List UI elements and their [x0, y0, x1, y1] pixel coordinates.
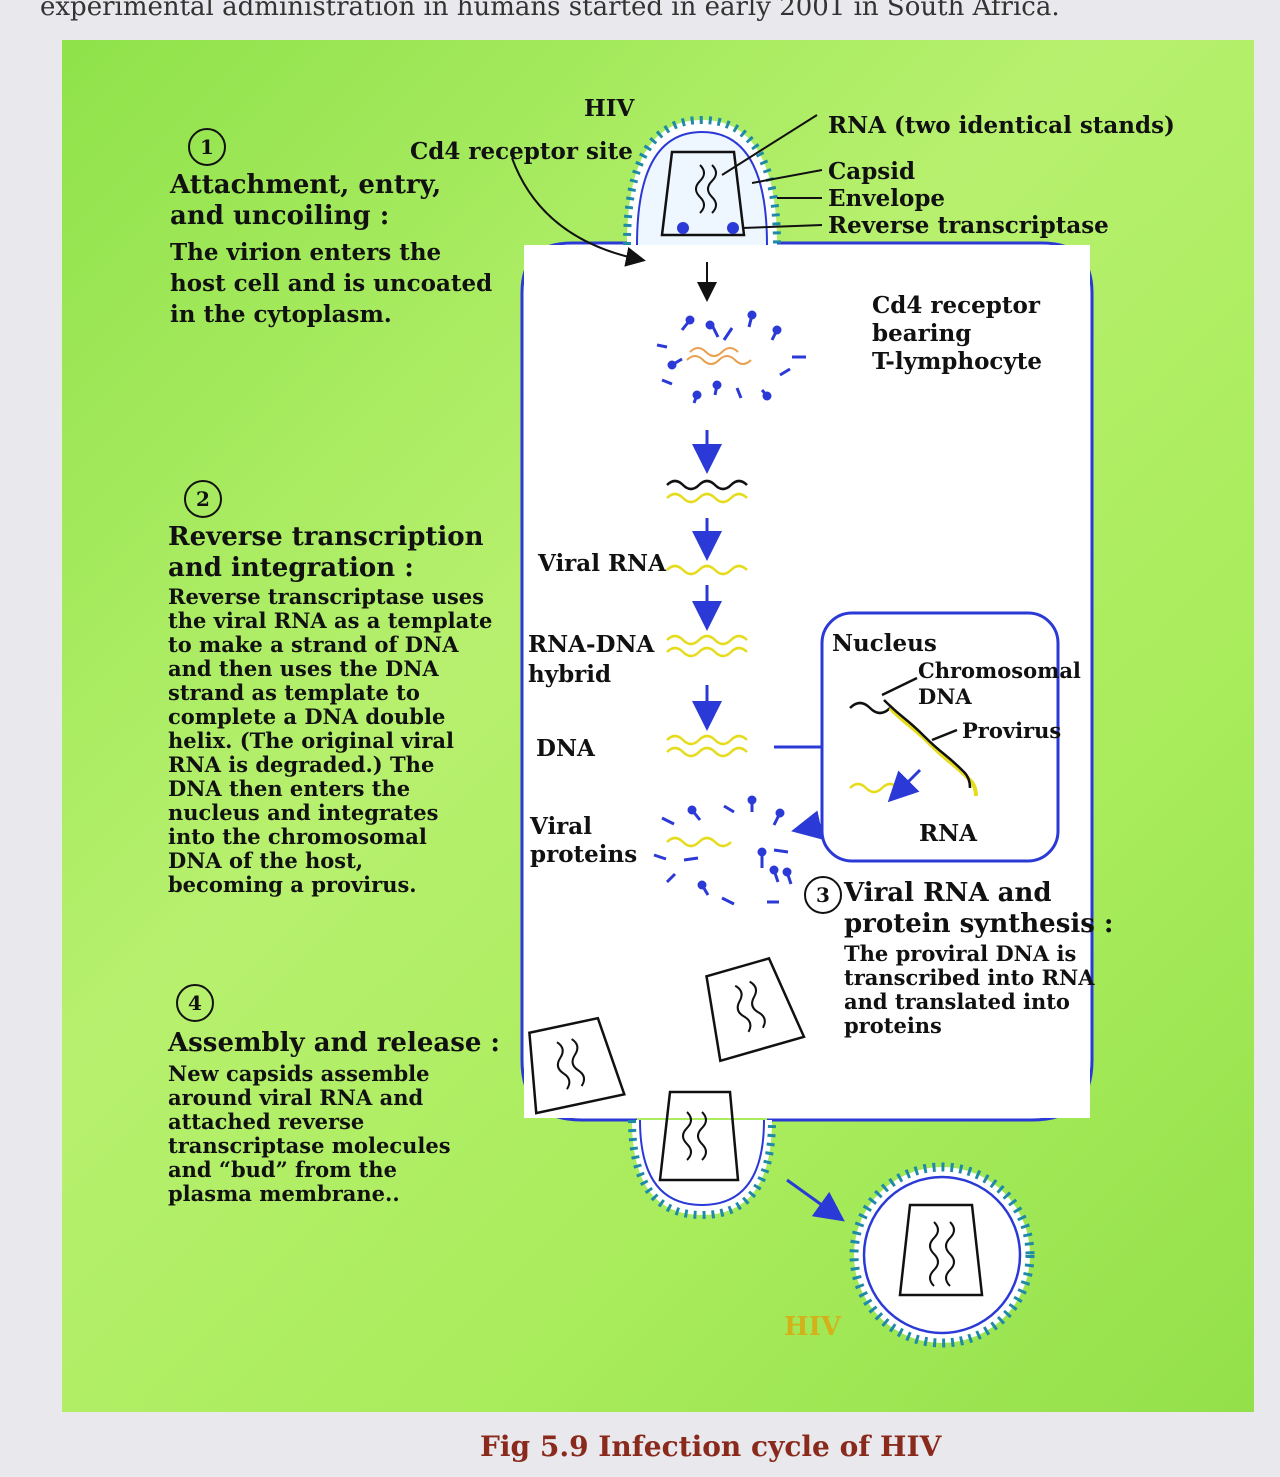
viral-proteins-particles: [653, 795, 793, 906]
stage-2-body-line: and then uses the DNA: [168, 656, 439, 681]
new-capsid-left: [528, 1016, 626, 1115]
stage-3-number: 3: [804, 876, 842, 914]
stage-1-body-line: in the cytoplasm.: [170, 301, 392, 328]
cd4-cell-line-3: T-lymphocyte: [872, 348, 1043, 375]
hiv-label-top: HIV: [584, 95, 635, 122]
envelope-label: Envelope: [828, 185, 946, 212]
stage-2-body-line: RNA is degraded.) The: [168, 752, 435, 777]
stage-1-number: 1: [188, 128, 226, 166]
stage-2-body: Reverse transcriptase uses the viral RNA…: [168, 585, 492, 897]
stage-4-number: 4: [176, 984, 214, 1022]
uncoated-virus: [656, 310, 806, 404]
viral-proteins-line-1: Viral: [530, 813, 592, 840]
stage-2-body-line: strand as template to: [168, 680, 420, 705]
cd4-cell-line-2: bearing: [872, 320, 972, 347]
stage-2-number: 2: [184, 480, 222, 518]
stage-3-body-line: and translated into: [844, 989, 1070, 1014]
stage-3-body-line: The proviral DNA is: [844, 941, 1077, 966]
stage-2-title-line-2: and integration :: [168, 553, 414, 583]
stage-2-body-line: complete a DNA double: [168, 704, 446, 729]
viral-proteins-label: Viral proteins: [530, 813, 637, 869]
stage-4-title: Assembly and release :: [168, 1028, 500, 1059]
stage-3-body-line: transcribed into RNA: [844, 965, 1095, 990]
hiv-budding: [628, 1090, 776, 1220]
stage-4-body: New capsids assemble around viral RNA an…: [168, 1062, 451, 1206]
stage-1-title-line-1: Attachment, entry,: [170, 170, 442, 200]
stage-3-title-line-1: Viral RNA and: [844, 878, 1052, 908]
stage-1-body-line: host cell and is uncoated: [170, 270, 493, 297]
stage-3-title: Viral RNA and protein synthesis :: [844, 878, 1114, 940]
cd4-receptor-site-label: Cd4 receptor site: [410, 138, 633, 165]
stage-3-body-line: proteins: [844, 1013, 942, 1038]
stage-3-title-line-2: protein synthesis :: [844, 909, 1114, 939]
stage-2-body-line: the viral RNA as a template: [168, 608, 493, 633]
cd4-cell-line-1: Cd4 receptor: [872, 292, 1040, 319]
figure-caption: Fig 5.9 Infection cycle of HIV: [480, 1430, 942, 1463]
stage-2-title-line-1: Reverse transcription: [168, 522, 484, 552]
hiv-cycle-diagram: [511, 114, 1094, 1348]
nucleus-label: Nucleus: [832, 630, 937, 657]
stage-2-title: Reverse transcription and integration :: [168, 522, 484, 584]
rna-two-strands-label: RNA (two identical stands): [828, 112, 1175, 139]
hiv-label-bottom: HIV: [784, 1312, 841, 1342]
chromosomal-dna-label: Chromosomal DNA: [918, 658, 1081, 710]
stage-2-body-line: becoming a provirus.: [168, 872, 417, 897]
capsid-label: Capsid: [828, 158, 916, 185]
stage-1-body-line: The virion enters the: [170, 239, 442, 266]
reverse-transcriptase-label: Reverse transcriptase: [828, 212, 1109, 239]
stage-1-title: Attachment, entry, and uncoiling :: [170, 170, 441, 232]
stage-2-body-line: DNA then enters the: [168, 776, 411, 801]
stage-2-body-line: DNA of the host,: [168, 848, 364, 873]
stage-4-body-line: around viral RNA and: [168, 1085, 424, 1110]
stage-4-body-line: transcriptase molecules: [168, 1133, 451, 1158]
new-capsid-middle: [705, 956, 806, 1063]
stage-4-body-line: and “bud” from the: [168, 1157, 397, 1182]
viral-rna-label: Viral RNA: [538, 550, 666, 577]
hiv-released: [849, 1162, 1035, 1348]
nucleus-rna-label: RNA: [919, 820, 977, 847]
stage-2-body-line: helix. (The original viral: [168, 728, 454, 753]
chromosomal-dna-line-1: Chromosomal: [918, 658, 1081, 683]
stage-2-body-line: to make a strand of DNA: [168, 632, 459, 657]
stage-2-body-line: nucleus and integrates: [168, 800, 439, 825]
stage-1-body: The virion enters the host cell and is u…: [170, 237, 492, 330]
stage-4-title-line-1: Assembly and release :: [168, 1028, 501, 1058]
stage-4-body-line: plasma membrane..: [168, 1181, 400, 1206]
rna-dna-hybrid-label: RNA-DNA hybrid: [528, 630, 654, 690]
dna-label: DNA: [536, 735, 595, 762]
stage-2-body-line: Reverse transcriptase uses: [168, 584, 484, 609]
rna-dna-hybrid-line-2: hybrid: [528, 661, 612, 688]
stage-4-body-line: attached reverse: [168, 1109, 365, 1134]
stage-2-body-line: into the chromosomal: [168, 824, 427, 849]
cd4-t-lymphocyte-label: Cd4 receptor bearing T-lymphocyte: [872, 292, 1042, 376]
viral-proteins-line-2: proteins: [530, 841, 638, 868]
hiv-entering: [623, 115, 781, 246]
rna-dna-hybrid-line-1: RNA-DNA: [528, 631, 655, 658]
stage-3-body: The proviral DNA is transcribed into RNA…: [844, 942, 1095, 1038]
stage-4-body-line: New capsids assemble: [168, 1061, 430, 1086]
capsid-shape: [660, 150, 746, 237]
chromosomal-dna-line-2: DNA: [918, 684, 972, 709]
figure-panel: HIV Cd4 receptor site RNA (two identical…: [62, 40, 1254, 1412]
provirus-label: Provirus: [962, 718, 1062, 743]
stage-1-title-line-2: and uncoiling :: [170, 201, 390, 231]
page-top-text: experimental administration in humans st…: [40, 0, 1060, 22]
